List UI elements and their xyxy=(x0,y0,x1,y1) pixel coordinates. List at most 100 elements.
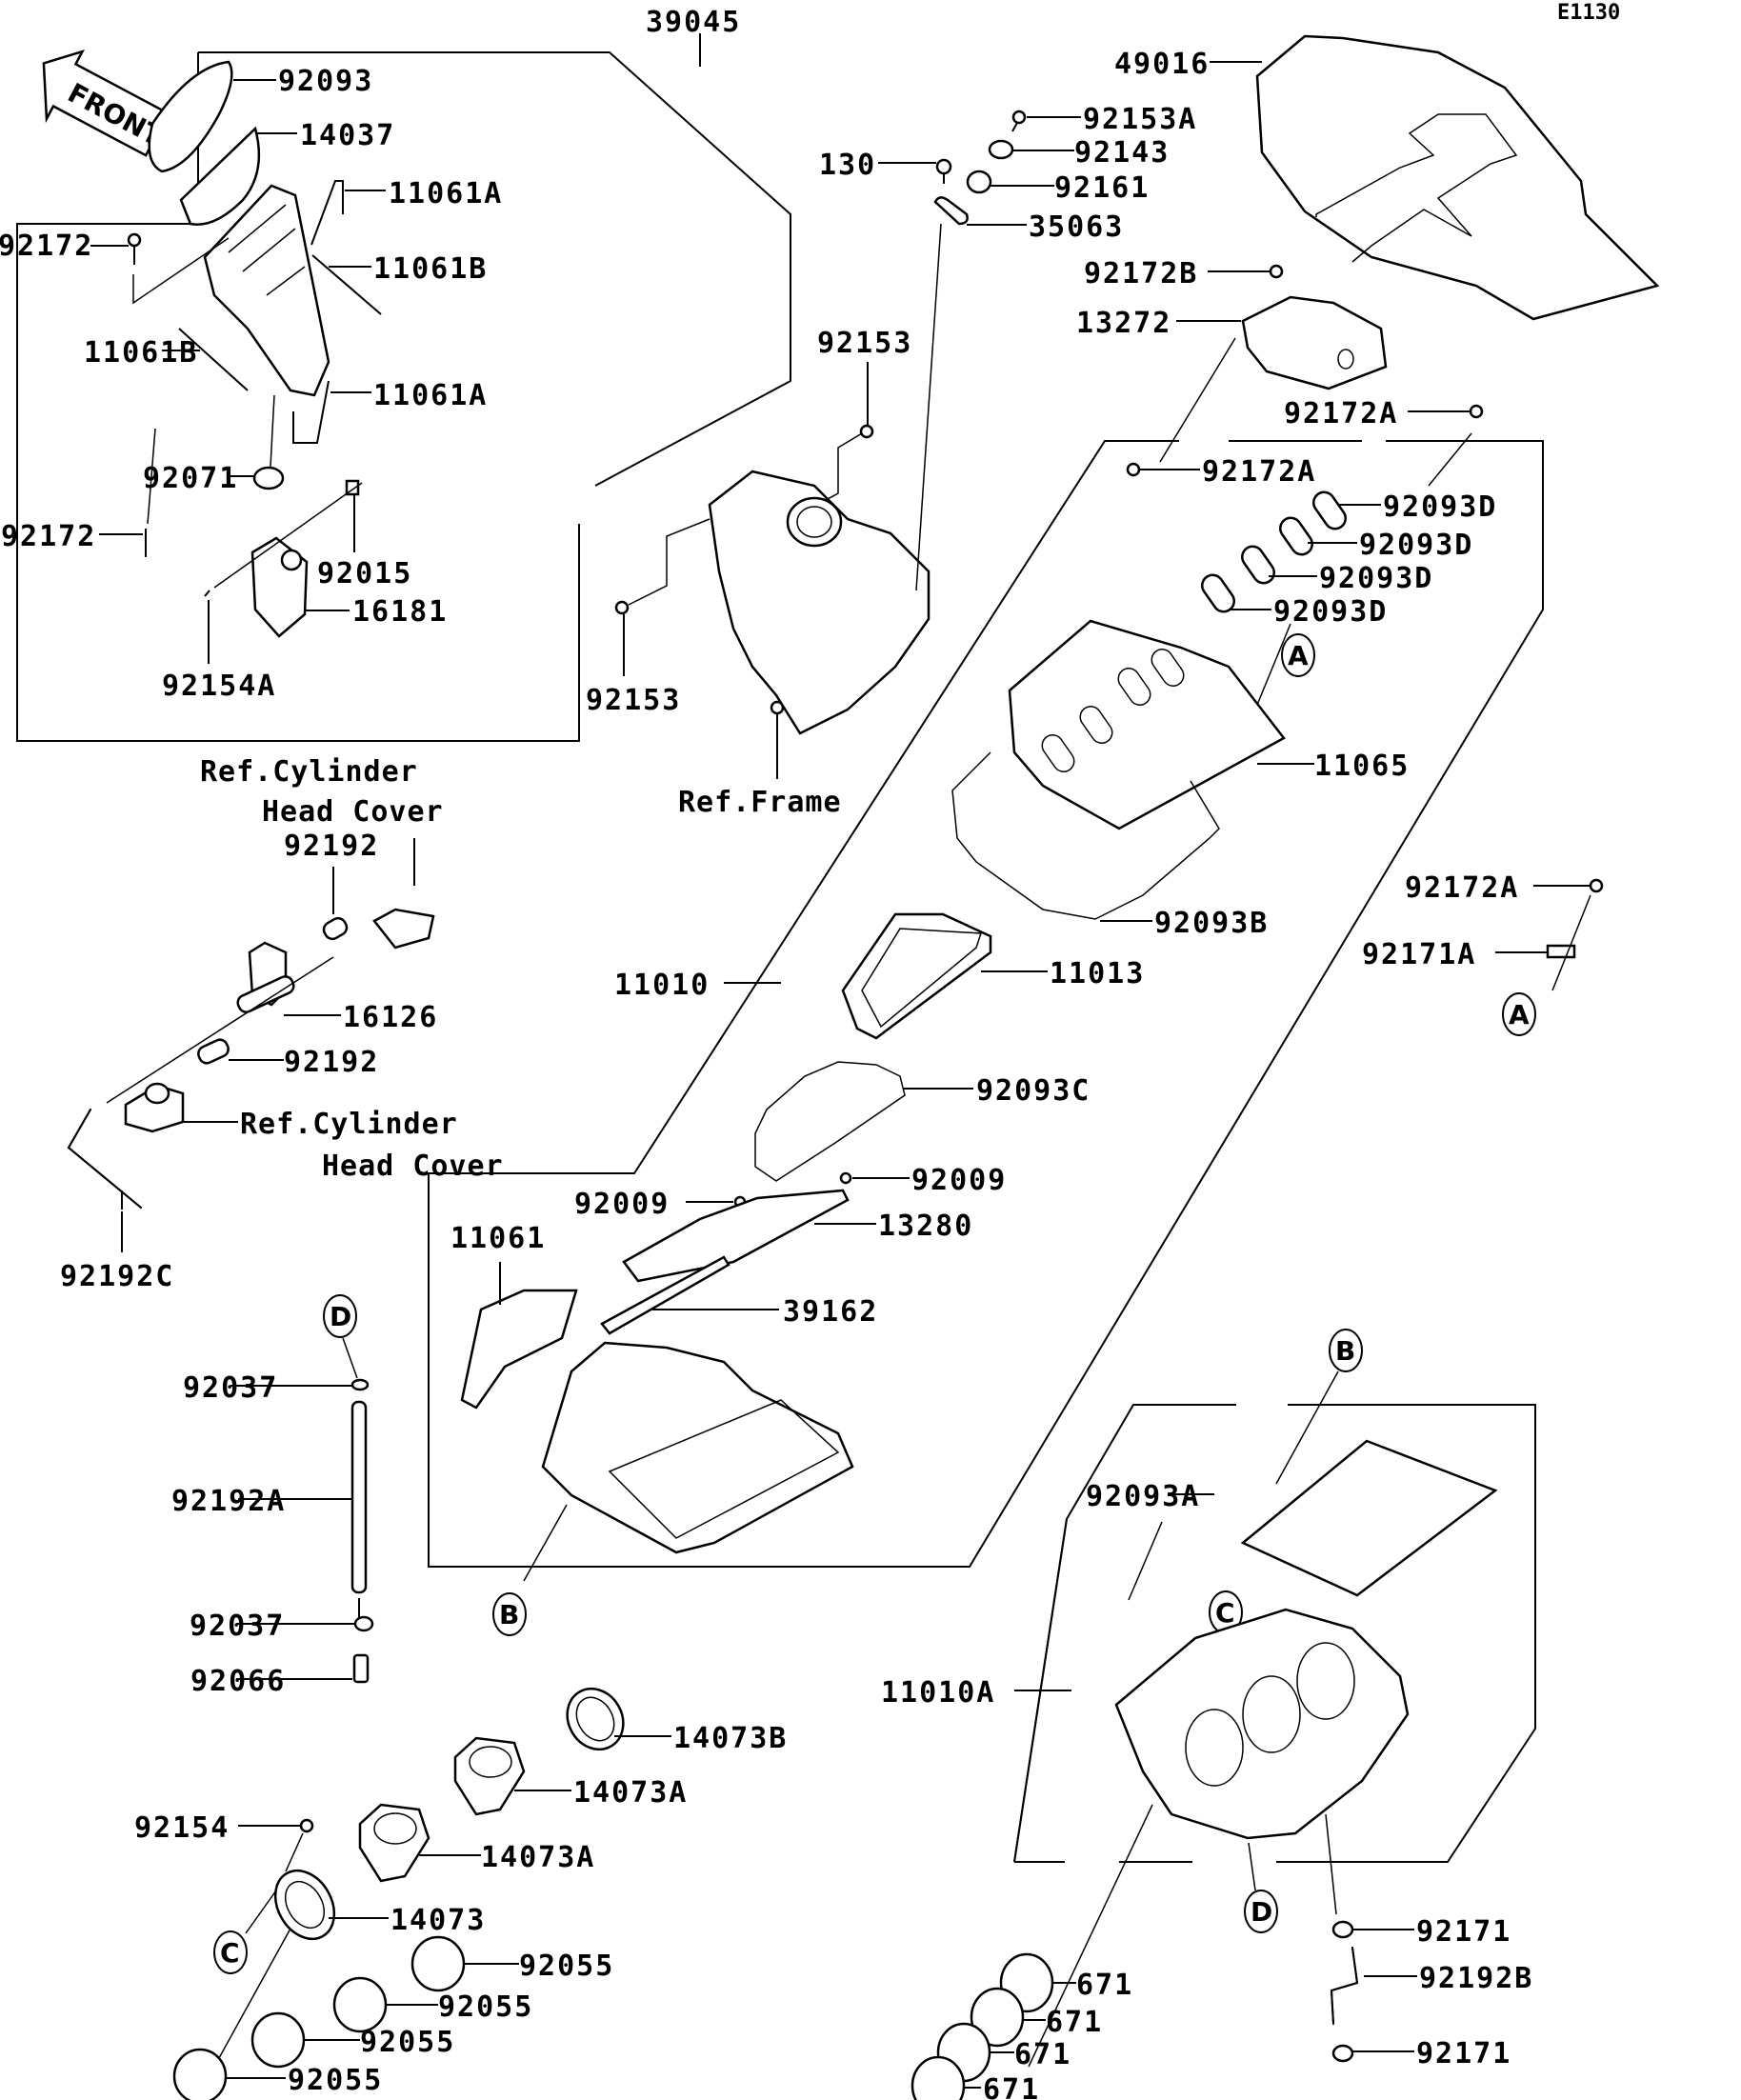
part-label: 92172B xyxy=(1084,257,1198,290)
part-label: 92093D xyxy=(1383,490,1497,524)
part-label: 92037 xyxy=(190,1610,285,1643)
part-label: 13280 xyxy=(878,1210,973,1243)
part-label: 13272 xyxy=(1076,307,1171,340)
part-35063-bracket-shape xyxy=(933,196,969,226)
part-92093A-gasket-shape xyxy=(1240,1439,1498,1597)
part-label: 92037 xyxy=(183,1371,278,1405)
svg-text:B: B xyxy=(499,1599,519,1630)
part-label: 92154A xyxy=(162,670,276,703)
part-label: 92009 xyxy=(911,1164,1007,1197)
callout-b: B xyxy=(492,1592,527,1636)
part-label: 92192 xyxy=(284,1046,379,1079)
part-label: 39162 xyxy=(783,1295,878,1329)
part-label: 130 xyxy=(819,149,876,182)
part-label: 92171 xyxy=(1416,1915,1511,1949)
screw-icon xyxy=(1589,878,1604,893)
diagram-code: E1130 xyxy=(1557,1,1620,25)
part-14073A-funnel xyxy=(453,1736,526,1816)
group-label-11010: 11010 xyxy=(614,969,710,1002)
part-11010A-airbox-shape xyxy=(1114,1608,1410,1840)
svg-text:D: D xyxy=(1251,1896,1272,1928)
part-11013-filter-shape xyxy=(841,912,992,1040)
part-92192A-hose-shape xyxy=(350,1400,368,1594)
part-label: 14073A xyxy=(481,1841,595,1874)
group-11010A-frame xyxy=(1276,1404,1536,1863)
screw-icon xyxy=(127,232,142,265)
part-11061B-shape xyxy=(311,254,382,315)
part-label: 14073B xyxy=(673,1722,788,1755)
part-label: 16181 xyxy=(352,595,448,629)
part-label: 671 xyxy=(983,2073,1040,2100)
ref-cylinder-head-cover-2-line1: Ref.Cylinder xyxy=(240,1108,458,1141)
screw-icon xyxy=(1269,264,1284,279)
part-label: 92093 xyxy=(278,65,373,98)
part-label: 671 xyxy=(1014,2038,1071,2071)
part-label: 92093B xyxy=(1154,907,1269,940)
part-label: 11061B xyxy=(373,252,488,286)
svg-text:C: C xyxy=(1215,1597,1235,1629)
part-92093B-shape xyxy=(951,751,1220,920)
part-frame-reference-shape xyxy=(708,470,931,735)
part-label: 11065 xyxy=(1314,750,1410,783)
part-14073B-funnel xyxy=(566,1687,625,1751)
part-label: 92153 xyxy=(817,327,912,360)
part-92071-shape xyxy=(252,466,285,490)
ref-cylinder-head-cover-line1: Ref.Cylinder xyxy=(200,755,418,789)
ref-cylinder-head-cover-line2: Head Cover xyxy=(262,795,444,829)
part-label: 92055 xyxy=(438,1990,533,2024)
part-13280-shape xyxy=(622,1189,850,1283)
part-label: 92192B xyxy=(1419,1962,1533,1995)
part-11061A-shape xyxy=(292,380,330,444)
part-label: 14073A xyxy=(573,1776,688,1810)
svg-text:A: A xyxy=(1509,999,1530,1030)
part-label: 11013 xyxy=(1050,957,1145,990)
callout-c: C xyxy=(213,1930,248,1974)
part-label: 11061A xyxy=(373,379,488,412)
part-label: 92093D xyxy=(1319,562,1433,595)
o-ring-92055: 92055 92055 92055 92055 xyxy=(172,1935,612,2100)
part-92192-hose-shape xyxy=(322,916,349,941)
grommet-icon xyxy=(966,170,992,194)
ref-cylinder-head-cover-2-line2: Head Cover xyxy=(322,1150,504,1183)
part-label: 14037 xyxy=(300,119,395,152)
part-label: 92093D xyxy=(1359,529,1473,562)
group-39045-frame xyxy=(198,51,791,487)
part-92093-shape xyxy=(148,60,233,173)
screw-icon xyxy=(859,424,874,439)
part-label: 92171 xyxy=(1416,2037,1511,2070)
part-49016-shape xyxy=(1255,34,1660,321)
part-14037-shape xyxy=(179,126,261,226)
callout-a: A xyxy=(1281,633,1315,677)
part-label: 11061 xyxy=(450,1222,546,1255)
part-label: 16126 xyxy=(343,1001,438,1034)
part-11061B-shape xyxy=(178,328,249,391)
part-label: 92143 xyxy=(1074,136,1170,170)
bolt-icon xyxy=(935,158,952,184)
part-13272-shape xyxy=(1241,295,1388,390)
part-label: 92009 xyxy=(574,1188,670,1221)
part-label: 92093A xyxy=(1086,1480,1200,1513)
part-label: 49016 xyxy=(1114,48,1210,81)
part-label: 92172A xyxy=(1405,871,1519,905)
part-11061-screen-shape xyxy=(460,1289,578,1410)
svg-text:A: A xyxy=(1288,640,1309,671)
ref-frame: Ref.Frame xyxy=(678,786,842,819)
part-label: 92192 xyxy=(284,830,379,863)
o-ring-671: 671 671 671 671 xyxy=(911,1952,1131,2100)
svg-text:D: D xyxy=(330,1301,351,1332)
clamp-icon xyxy=(1331,2044,1354,2063)
part-label: 92071 xyxy=(143,462,238,495)
gasket-92093D: 92093D 92093D 92093D 92093D xyxy=(1201,490,1497,629)
screw-icon xyxy=(839,1171,852,1185)
part-label: 92192A xyxy=(171,1485,286,1518)
group-label-11010A: 11010A xyxy=(881,1676,995,1710)
callout-a: A xyxy=(1502,992,1536,1036)
screw-icon xyxy=(1126,462,1141,477)
part-92093C-shape xyxy=(754,1061,906,1182)
part-92066-shape xyxy=(352,1653,370,1684)
part-label: 92153A xyxy=(1083,103,1197,136)
part-label: 92093D xyxy=(1273,595,1388,629)
part-39162-shape xyxy=(600,1255,730,1335)
part-14073A-funnel xyxy=(358,1803,430,1883)
